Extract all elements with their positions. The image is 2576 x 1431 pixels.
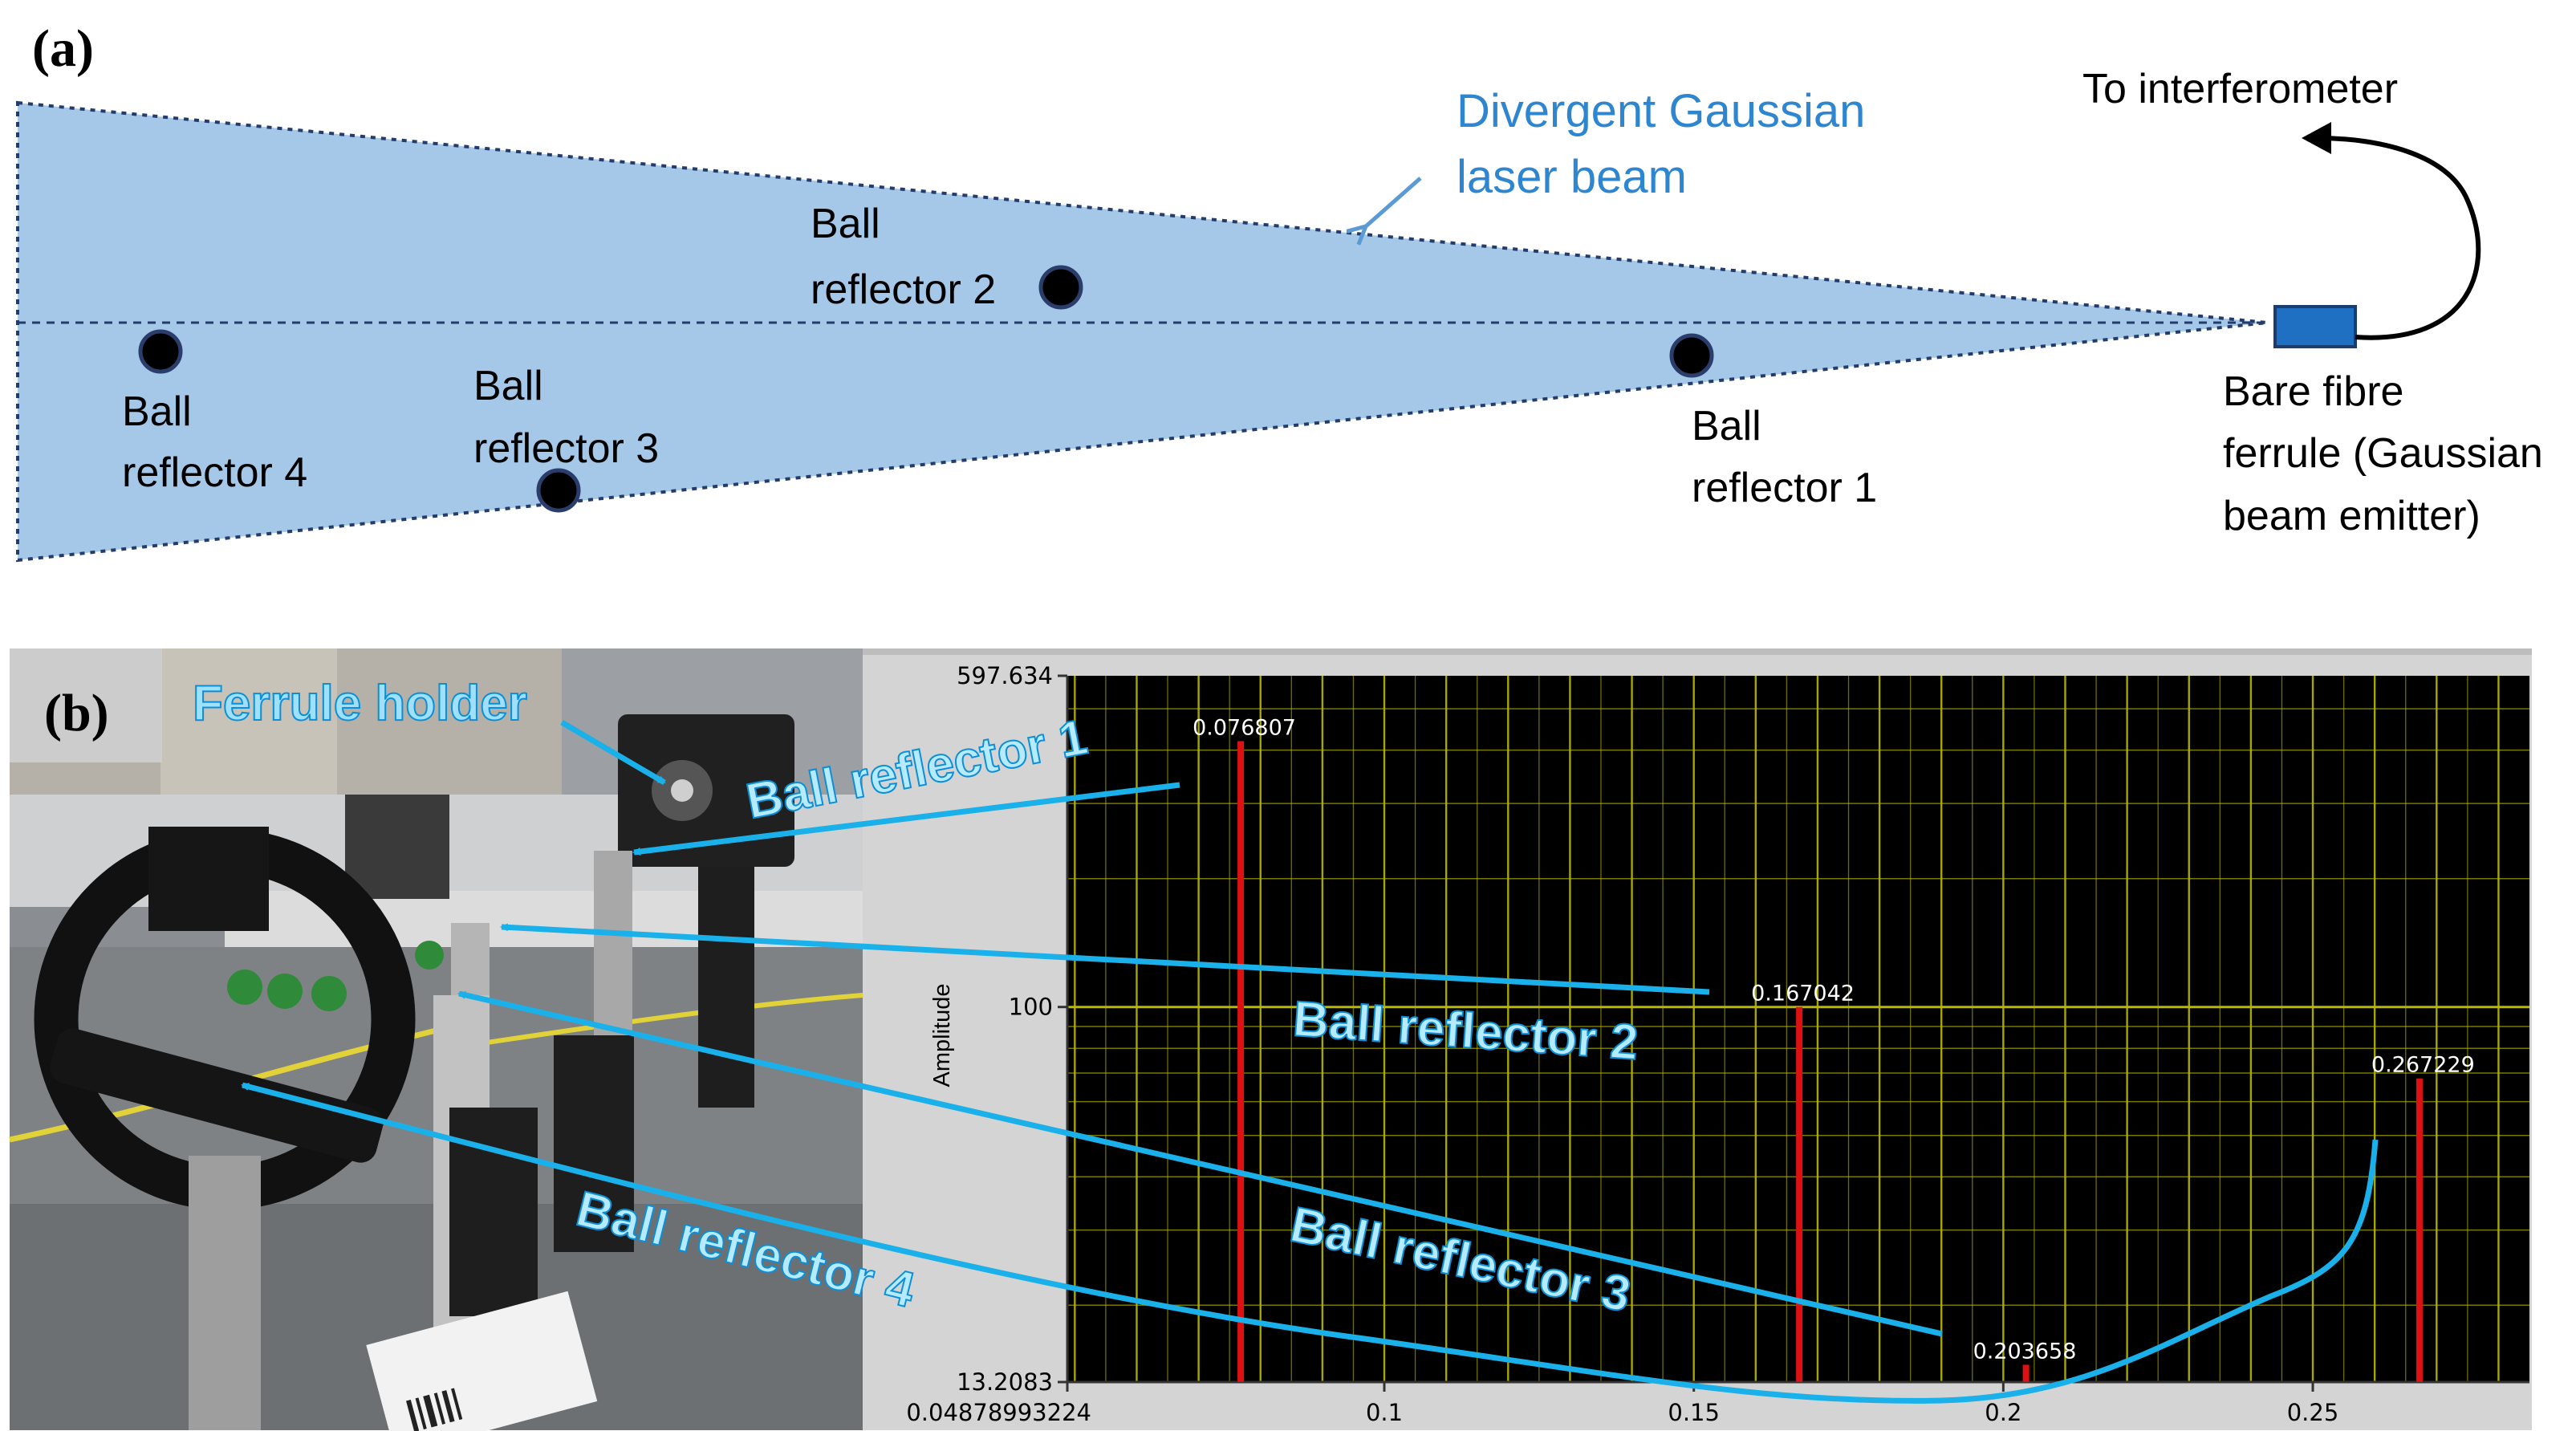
peak-label-3: 0.203658 — [1973, 1339, 2077, 1364]
reflector-3-label-line1: Ball — [473, 363, 543, 409]
x-tick-label: 0.2 — [1985, 1399, 2021, 1426]
callout-arrow-reflector-2 — [500, 923, 1710, 995]
post-holder-1 — [554, 1035, 634, 1252]
green-connector — [227, 970, 262, 1005]
reflector-1-label-line1: Ball — [1692, 403, 1761, 449]
ring-mount-post — [189, 1156, 261, 1430]
y-tick-label: 100 — [1009, 994, 1053, 1021]
beam-label-line2: laser beam — [1457, 151, 1687, 203]
x-tick-label: 0.25 — [2287, 1399, 2339, 1426]
y-tick-label: 13.2083 — [957, 1368, 1053, 1396]
panel-b-label: (b) — [44, 684, 109, 742]
peak-bar-2 — [1796, 1006, 1803, 1382]
gaussian-beam — [16, 100, 2268, 563]
green-connector — [311, 976, 347, 1011]
y-tick-label: 597.634 — [957, 662, 1053, 689]
reflector-1-label-line2: reflector 1 — [1692, 465, 1877, 511]
cube-block — [345, 795, 449, 899]
peak-labels: 0.076807 0.167042 0.203658 0.267229 — [1193, 715, 2475, 1364]
peak-label-2: 0.167042 — [1751, 982, 1855, 1006]
chart-frame-top — [863, 648, 2532, 655]
peak-label-1: 0.076807 — [1193, 715, 1296, 740]
post-holder-2 — [449, 1108, 538, 1316]
peak-bars — [1237, 741, 2423, 1382]
yellow-fibre — [481, 993, 863, 1046]
fibre-cable — [2317, 136, 2481, 340]
reflector-4-label-line1: Ball — [122, 388, 192, 435]
to-interferometer-label: To interferometer — [2082, 66, 2398, 112]
peak-bar-3 — [2022, 1364, 2030, 1382]
reflector-2-label-line2: reflector 2 — [811, 266, 996, 313]
panel-a: (a) Divergent Gaussian laser beam Ball r… — [16, 19, 2543, 563]
green-connector — [267, 974, 303, 1009]
beam-label-line1: Divergent Gaussian — [1457, 85, 1865, 137]
peak-bar-1 — [1237, 741, 1245, 1382]
photo-panel: (b) Ferrule holder — [9, 648, 863, 1431]
callout-arrow-reflector-4 — [241, 1082, 2379, 1404]
ball-reflector-1-dot — [1669, 333, 1714, 378]
fibre-ferrule-emitter — [2273, 305, 2357, 348]
x-tick-label: 0.15 — [1668, 1399, 1720, 1426]
reflector-3-label-line2: reflector 3 — [473, 425, 659, 472]
peak-label-4: 0.267229 — [2371, 1053, 2475, 1078]
tick-labels: 0.04878993224 0.1 0.15 0.2 0.25 597.634 100 13.… — [906, 662, 2338, 1426]
emitter-label-line3: beam emitter) — [2223, 493, 2481, 539]
ring-mount-clamp — [148, 827, 269, 931]
reflector-2-label-line1: Ball — [811, 201, 880, 247]
ferrule-holder-aperture-inner — [671, 779, 693, 802]
ball-reflector-4-dot — [138, 329, 183, 374]
emitter-label-line2: ferrule (Gaussian — [2223, 430, 2543, 477]
ferrule-holder-post — [698, 851, 754, 1108]
ball-reflector-2-dot — [1038, 265, 1083, 310]
x-tick-label: 0.1 — [1366, 1399, 1403, 1426]
x-tick-label: 0.04878993224 — [906, 1399, 1091, 1426]
photo-door — [160, 648, 337, 801]
ferrule-holder-arrow — [560, 719, 666, 786]
spectrum-chart: 0.04878993224 0.1 0.15 0.2 0.25 597.634 100 13.… — [863, 648, 2532, 1430]
panel-b-label-box — [10, 648, 162, 762]
peak-bar-4 — [2416, 1078, 2423, 1382]
ring-mount-arm — [50, 1028, 384, 1163]
grid — [1067, 676, 2529, 1382]
ferrule-holder-label: Ferrule holder — [193, 676, 527, 731]
reflector-4-label-line2: reflector 4 — [122, 449, 307, 496]
y-axis-label: Amplitude — [929, 984, 955, 1087]
beam-label-arrow — [1366, 177, 1422, 226]
callout-arrow-reflector-3 — [457, 990, 1943, 1337]
fibre-arrow-head — [2302, 122, 2331, 154]
emitter-label-line1: Bare fibre — [2223, 368, 2403, 415]
green-connector — [415, 941, 444, 970]
ball-reflector-3-dot — [536, 468, 581, 513]
barcode — [405, 1388, 463, 1431]
panel-a-label: (a) — [32, 19, 94, 78]
callout-arrow-reflector-1 — [632, 782, 1180, 856]
label-card — [366, 1291, 598, 1431]
